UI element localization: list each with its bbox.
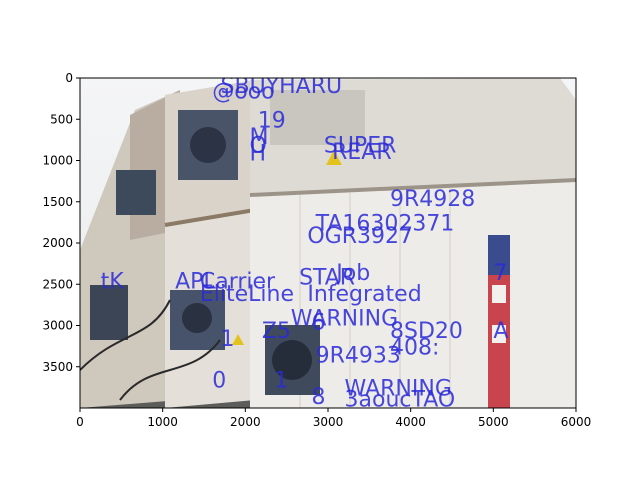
- y-tick-label: 3500: [42, 360, 73, 374]
- ocr-annotation: Job: [334, 261, 370, 286]
- ocr-annotation: OGR3927: [307, 224, 413, 249]
- ocr-annotation: 9R4933: [316, 344, 401, 369]
- container-photo: [80, 78, 576, 408]
- ocr-annotation: Carrier: [200, 269, 276, 294]
- ocr-annotation: Z5: [262, 319, 291, 344]
- y-axis: 0 500 1000 1500 2000 2500 3000 3500: [42, 71, 80, 374]
- y-tick-label: 0: [65, 71, 73, 85]
- y-tick-label: 500: [50, 112, 73, 126]
- ocr-annotation: WARNING: [345, 377, 452, 402]
- ocr-annotation: TA16302371: [315, 212, 455, 237]
- ocr-annotation: 3aoucTAO: [345, 387, 456, 412]
- ocr-annotation: A: [493, 319, 508, 344]
- ocr-annotation: APL: [175, 269, 216, 294]
- ocr-annotation: tK: [101, 269, 125, 294]
- x-tick-label: 6000: [561, 415, 592, 429]
- y-tick-label: 1500: [42, 195, 73, 209]
- ocr-annotation: 19: [258, 109, 286, 134]
- ocr-annotation: 8SD20: [390, 319, 463, 344]
- ocr-annotation: 7: [493, 261, 507, 286]
- ocr-annotation: WARNING: [291, 307, 398, 332]
- ocr-annotation: SUPER: [324, 133, 397, 158]
- y-tick-label: 2000: [42, 236, 73, 250]
- ocr-annotation: SBUYHARU: [221, 74, 343, 99]
- x-tick-label: 5000: [478, 415, 509, 429]
- ocr-annotation: O: [249, 133, 266, 158]
- ocr-annotation: 8: [311, 385, 325, 410]
- ocr-annotation: M: [249, 125, 268, 150]
- ocr-annotation: 9R4928: [390, 187, 475, 212]
- y-tick-label: 1000: [42, 154, 73, 168]
- y-tick-label: 2500: [42, 277, 73, 291]
- ocr-annotation: 408:: [390, 335, 439, 360]
- x-tick-label: 2000: [230, 415, 261, 429]
- ocr-annotation: REAR: [332, 140, 392, 165]
- ocr-annotation: Infegrated: [307, 282, 421, 307]
- ocr-annotation: 0: [212, 368, 226, 393]
- x-tick-label: 1000: [147, 415, 178, 429]
- x-tick-label: 3000: [313, 415, 344, 429]
- x-axis: 0 1000 2000 3000 4000 5000 6000: [76, 408, 591, 429]
- ocr-annotation: EliteLine: [200, 282, 294, 307]
- ocr-annotation: 1: [274, 368, 288, 393]
- x-tick-label: 0: [76, 415, 84, 429]
- ocr-annotation: 1: [221, 327, 235, 352]
- x-tick-label: 4000: [395, 415, 426, 429]
- ocr-annotation: H: [249, 142, 266, 167]
- y-tick-label: 3000: [42, 319, 73, 333]
- ocr-annotation: @ooo: [212, 80, 274, 105]
- ocr-annotation: 6: [311, 311, 325, 336]
- ocr-annotation: STAR: [299, 265, 355, 290]
